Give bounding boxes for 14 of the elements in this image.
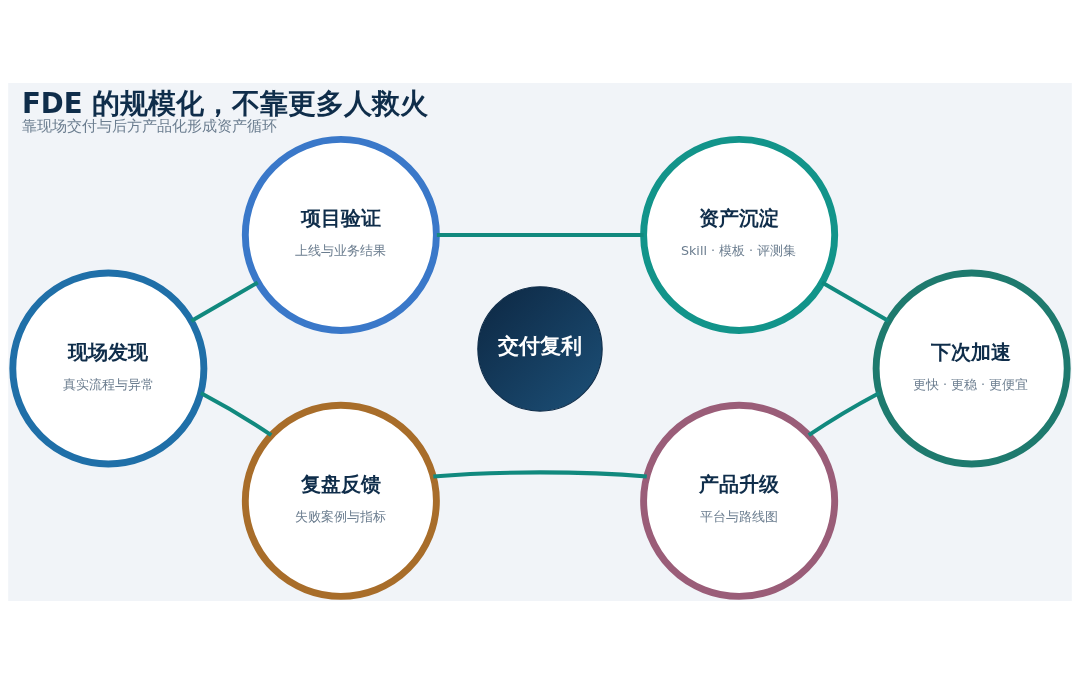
connector xyxy=(199,391,273,437)
node-circle: 交付复利 xyxy=(477,286,603,412)
connector xyxy=(433,470,647,479)
node-circle: 资产沉淀 Skill · 模板 · 评测集 xyxy=(640,135,839,334)
node-circle: 下次加速 更快 · 更稳 · 更便宜 xyxy=(872,269,1071,468)
node-circle: 项目验证 上线与业务结果 xyxy=(241,135,440,334)
connector xyxy=(436,232,644,237)
node-circle: 复盘反馈 失败案例与指标 xyxy=(241,401,440,600)
node-circle: 产品升级 平台与路线图 xyxy=(640,401,839,600)
node-circle: 现场发现 真实流程与异常 xyxy=(9,269,208,468)
connector xyxy=(190,280,259,323)
caption: 靠现场交付与后方产品化形成资产循环 xyxy=(22,116,277,135)
connector xyxy=(821,280,890,323)
connector xyxy=(807,391,881,437)
